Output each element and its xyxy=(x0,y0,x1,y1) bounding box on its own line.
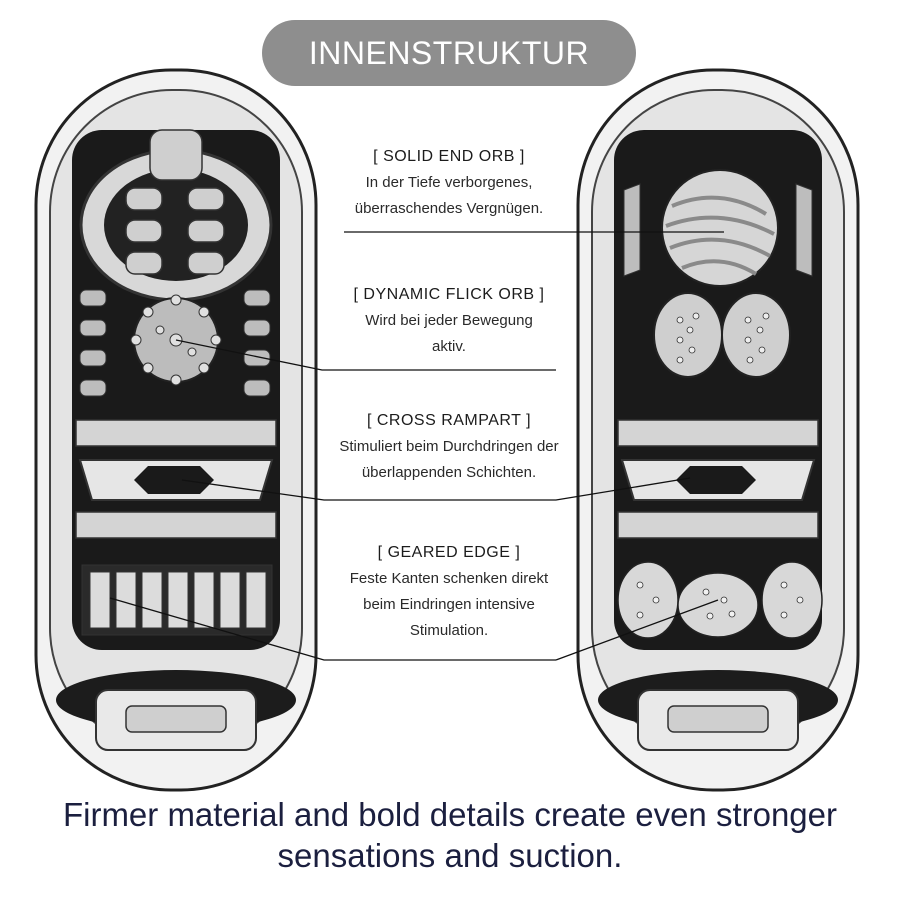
callout-geared-edge: [ GEARED EDGE ] Feste Kanten schenken di… xyxy=(318,544,580,644)
leader-line-dynamic-flick-orb xyxy=(175,339,556,371)
callout-dynamic-flick-orb: [ DYNAMIC FLICK ORB ] Wird bei jeder Bew… xyxy=(318,286,580,360)
section-title: INNENSTRUKTUR xyxy=(308,34,590,71)
left-device-cutaway xyxy=(34,68,318,792)
callout-title: [ SOLID END ORB ] xyxy=(373,148,525,165)
callout-solid-end-orb: [ SOLID END ORB ] In der Tiefe verborgen… xyxy=(318,148,580,222)
callout-description: Wird bei jeder Bewegung aktiv. xyxy=(365,312,533,355)
leader-line-geared-edge-right xyxy=(555,599,719,661)
callout-title: [ CROSS RAMPART ] xyxy=(366,412,532,429)
section-title-pill: INNENSTRUKTUR xyxy=(262,20,636,86)
tagline-caption: Firmer material and bold details create … xyxy=(62,796,838,874)
callout-title: [ DYNAMIC FLICK ORB ] xyxy=(353,286,545,303)
callout-cross-rampart: [ CROSS RAMPART ] Stimuliert beim Durchd… xyxy=(318,412,580,486)
callout-description: Stimuliert beim Durchdringen der überlap… xyxy=(339,438,559,481)
callout-description: Feste Kanten schenken direkt beim Eindri… xyxy=(349,570,549,639)
leader-line-cross-rampart xyxy=(181,477,691,501)
right-device-cutaway xyxy=(576,68,860,792)
callout-title: [ GEARED EDGE ] xyxy=(377,544,521,561)
leader-lines xyxy=(109,231,724,661)
leader-line-geared-edge-left xyxy=(109,597,556,661)
callout-description: In der Tiefe verborgenes, überraschendes… xyxy=(354,174,544,217)
